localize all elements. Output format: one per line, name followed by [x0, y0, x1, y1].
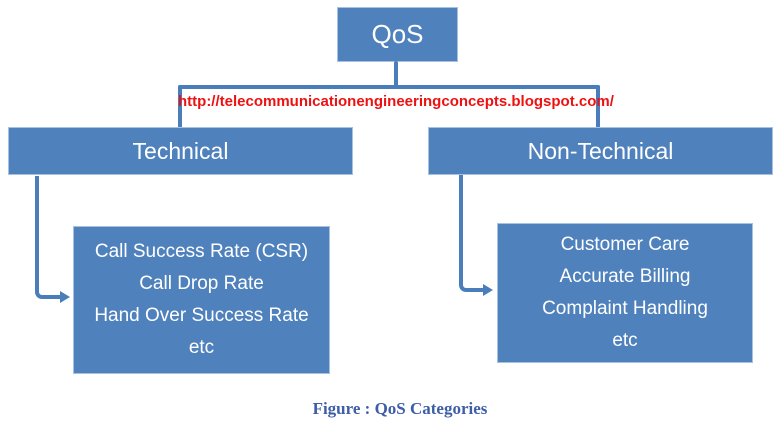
technical-item: Call Drop Rate	[139, 273, 264, 294]
non-technical-item: etc	[612, 330, 638, 351]
figure-caption: Figure : QoS Categories	[312, 399, 488, 418]
detail-box-non-technical: Customer Care Accurate Billing Complaint…	[497, 223, 753, 363]
detail-box-technical: Call Success Rate (CSR) Call Drop Rate H…	[73, 226, 330, 374]
technical-item: etc	[188, 337, 215, 358]
node-technical: Technical	[8, 127, 353, 175]
connector-drop-right	[596, 85, 600, 128]
connector-horizontal	[178, 85, 600, 89]
left-elbow-connector	[35, 176, 63, 299]
non-technical-item: Accurate Billing	[559, 266, 691, 287]
non-technical-item: Complaint Handling	[542, 298, 708, 319]
technical-item: Call Success Rate (CSR)	[94, 241, 309, 262]
right-elbow-connector	[459, 175, 485, 292]
url-banner: http://telecommunicationengineeringconce…	[178, 93, 614, 110]
node-non-technical: Non-Technical	[428, 127, 773, 175]
right-arrowhead-icon	[483, 284, 493, 296]
left-arrowhead-icon	[60, 291, 70, 303]
node-qos-label: QoS	[371, 19, 424, 49]
connector-drop-left	[178, 85, 182, 128]
node-technical-label: Technical	[132, 137, 229, 164]
non-technical-item: Customer Care	[560, 234, 690, 255]
node-non-technical-label: Non-Technical	[527, 137, 674, 164]
node-qos: QoS	[337, 7, 458, 62]
technical-item: Hand Over Success Rate	[94, 305, 309, 326]
connector-root-stem	[394, 61, 398, 88]
